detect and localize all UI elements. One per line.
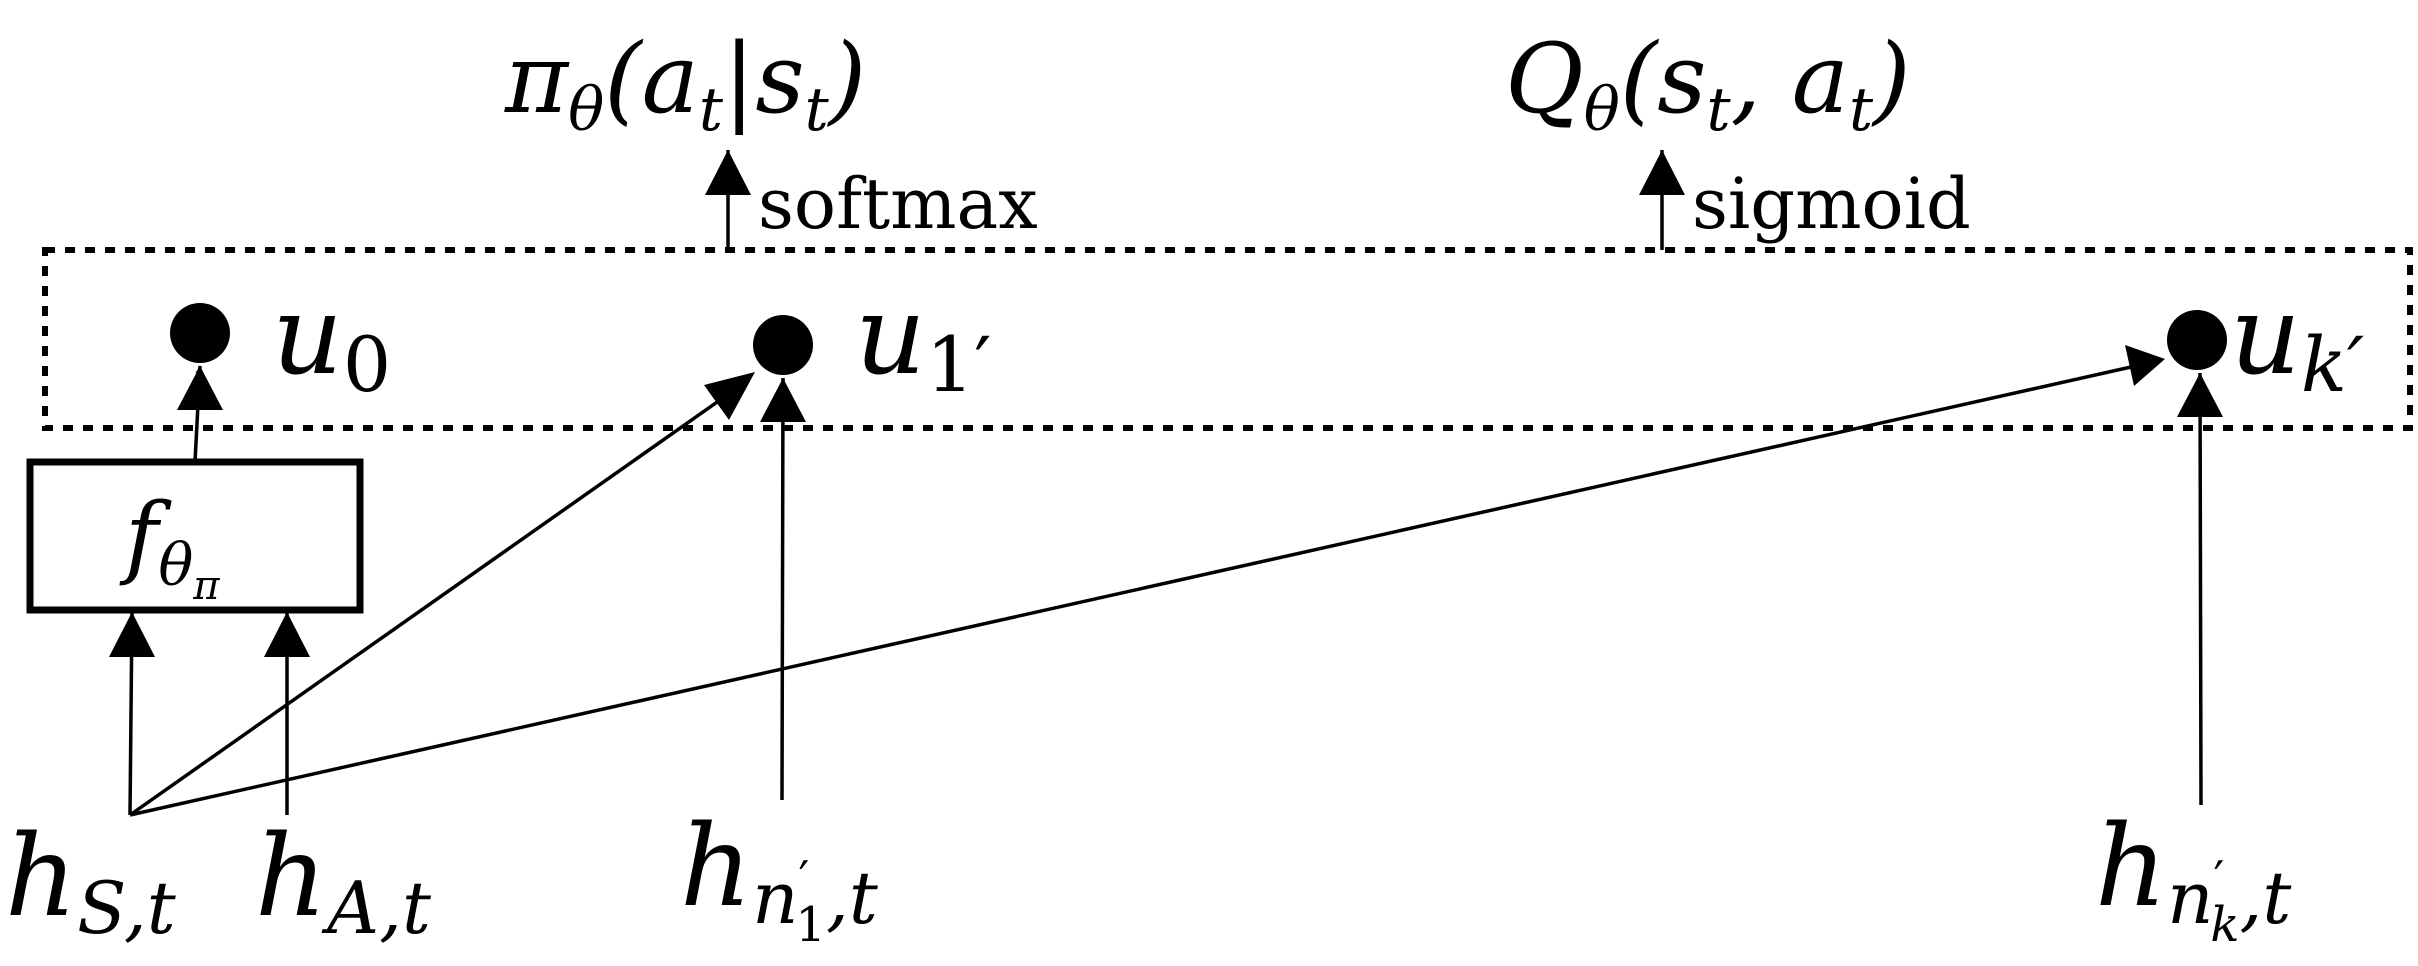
unit-uk-label: uk′ [2230, 271, 2364, 409]
edge-hS-to-u1 [128, 391, 732, 817]
unit-u0-label: u0 [272, 271, 391, 409]
edge-hS-to-uk-arrowhead [2125, 345, 2165, 386]
edge-hn1-to-u1-arrowhead [760, 378, 806, 422]
unit-u1-node [753, 315, 813, 375]
output-layer-dotted-box [42, 247, 2413, 431]
edge-hS-to-f-arrowhead [109, 612, 155, 657]
policy-output-label: πθ(at|st) [504, 23, 866, 145]
unit-u1-label: u1′ [855, 271, 991, 409]
edge-hnk-to-uk [2198, 372, 2203, 806]
f-theta-pi-box [26, 458, 364, 614]
sigmoid-label: sigmoid [1692, 163, 1971, 245]
input-hn1-label: hn′1,t [680, 802, 879, 953]
unit-u0-node [170, 303, 230, 363]
sigmoid-arrow [1639, 150, 1685, 250]
input-hA-label: hA,t [255, 812, 432, 950]
edge-hS-to-u1-arrowhead [704, 372, 755, 420]
softmax-arrow [705, 150, 751, 250]
edge-hnk-to-uk-arrowhead [2177, 373, 2223, 417]
edge-hn1-to-u1 [780, 377, 785, 801]
unit-uk-node [2167, 310, 2227, 370]
edge-f-to-u0-arrowhead [177, 366, 223, 410]
edge-hA-to-f-arrowhead [264, 612, 310, 657]
softmax-label: softmax [758, 163, 1038, 245]
edge-hS-to-uk [129, 363, 2141, 817]
input-hS-label: hS,t [5, 812, 177, 950]
q-value-output-label: Qθ(st, at) [1505, 23, 1911, 145]
input-hnk-label: hn′k,t [2095, 802, 2292, 953]
